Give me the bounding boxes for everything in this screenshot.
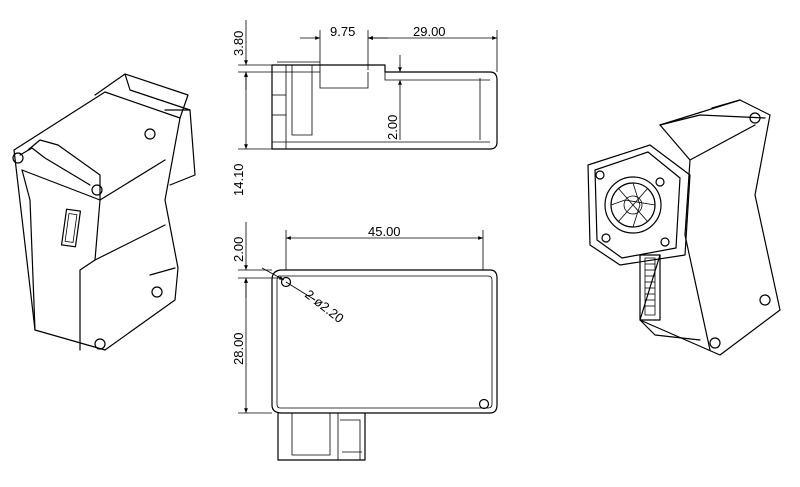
dim-45-label: 45.00 <box>368 224 401 239</box>
left-isometric-view <box>12 73 196 351</box>
dim-3-8-label: 3.80 <box>231 31 246 56</box>
mounting-hole-top-left <box>280 276 292 288</box>
dim-28-label: 28.00 <box>231 332 246 365</box>
dim-2-top-label: 2.00 <box>385 115 400 140</box>
side-view <box>271 61 498 150</box>
right-isometric-view <box>587 99 781 356</box>
dim-2-bottom-label: 2.00 <box>231 237 246 262</box>
hole-callout-label: 2-ø2.20 <box>302 287 347 326</box>
mounting-hole-bottom-right <box>478 398 490 410</box>
dim-9-75-label: 9.75 <box>330 24 355 39</box>
dim-29-label: 29.00 <box>413 24 446 39</box>
dim-14-1-label: 14.10 <box>231 163 246 196</box>
top-view-dimensions: 45.00 2.00 28.00 2-ø2.20 <box>231 222 484 414</box>
side-view-dimensions: 9.75 29.00 3.80 14.10 2.00 <box>231 20 498 196</box>
